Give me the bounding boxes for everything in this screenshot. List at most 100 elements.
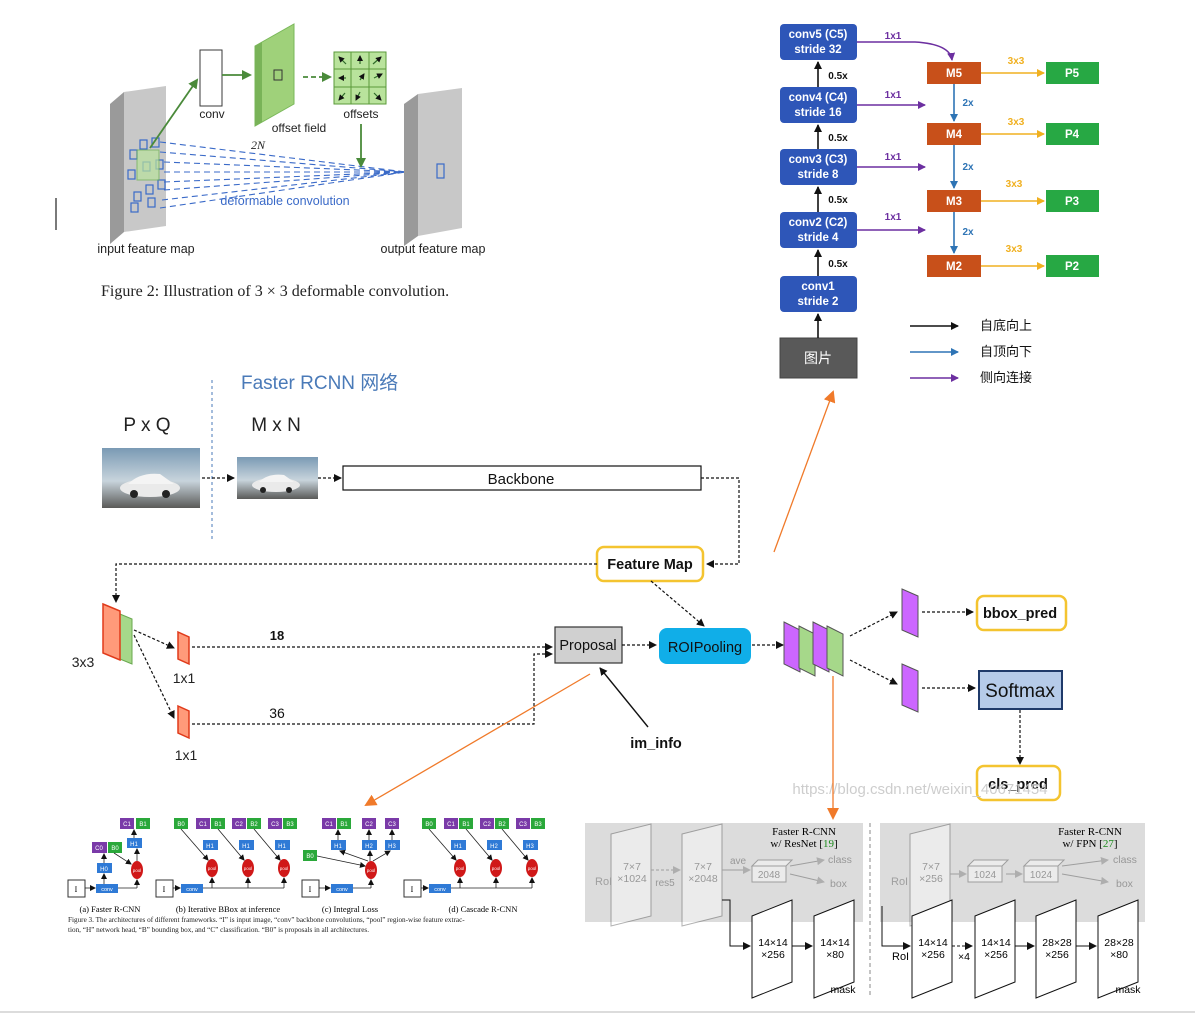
cascade-d-caption: (d) Cascade R-CNN — [449, 904, 518, 914]
svg-text:pool: pool — [280, 866, 289, 871]
svg-text:stride 16: stride 16 — [794, 107, 841, 119]
svg-text:×4: ×4 — [958, 951, 970, 963]
svg-text:pool: pool — [367, 868, 376, 873]
featuremap-to-roipool-arrow — [650, 580, 705, 627]
fpn-smooth-arrows — [981, 69, 1045, 270]
fpn-legend: 自底向上 自顶向下 侧向连接 — [910, 318, 1032, 385]
rpn-to-reg-arrow — [133, 634, 175, 719]
svg-text:B3: B3 — [534, 822, 542, 828]
svg-text:M5: M5 — [946, 68, 963, 80]
svg-text:14×14: 14×14 — [918, 937, 948, 949]
svg-text:B0: B0 — [111, 846, 119, 852]
svg-text:M2: M2 — [946, 261, 962, 273]
svg-text:pool: pool — [208, 866, 217, 871]
fpn-c1-block: conv1 stride 2 — [780, 276, 857, 312]
fpn-up-label-4: 2x — [962, 162, 974, 173]
svg-text:P2: P2 — [1065, 261, 1079, 273]
fpn-c4-block: conv4 (C4) stride 16 — [780, 87, 857, 123]
right-mask-branch: RoI 14×14 ×256 ×4 14×14 ×256 28×28 ×256 … — [881, 899, 1141, 999]
svg-text:conv5 (C5): conv5 (C5) — [789, 29, 848, 41]
faster-rcnn-diagram: Faster RCNN 网络 P x Q M x N Backbone Feat… — [72, 372, 1068, 802]
svg-text:C3: C3 — [519, 822, 527, 828]
svg-text:B1: B1 — [214, 822, 222, 828]
svg-text:×2048: ×2048 — [688, 873, 718, 885]
fpn-up-label-5: 2x — [962, 98, 974, 109]
svg-text:B1: B1 — [139, 822, 147, 828]
svg-text:H1: H1 — [454, 844, 462, 850]
rpn-reg-conv — [177, 704, 190, 740]
svg-text:C2: C2 — [235, 822, 243, 828]
left-head-box: RoI 7×7 ×1024 res5 7×7 ×2048 ave 2048 cl… — [595, 823, 852, 927]
fpn-c3-block: conv3 (C3) stride 8 — [780, 149, 857, 185]
callout-to-cascade — [364, 673, 591, 807]
input-to-conv-arrow — [149, 78, 199, 149]
roipooling-box — [659, 628, 751, 664]
svg-text:C1: C1 — [447, 822, 455, 828]
deformable-convolution-label: deformable convolution — [220, 194, 349, 208]
svg-text:conv2 (C2): conv2 (C2) — [789, 217, 848, 229]
proposal-label: Proposal — [559, 638, 616, 654]
cascade-c-caption: (c) Integral Loss — [322, 904, 378, 914]
fpn-p3-block: P3 — [1046, 190, 1099, 212]
fpn-half-c2: 0.5x — [828, 259, 848, 270]
output-cell — [436, 163, 445, 179]
fpn-half-c4: 0.5x — [828, 133, 848, 144]
svg-text:conv: conv — [101, 887, 113, 893]
cls-pred-label: cls_pred — [988, 777, 1048, 793]
legend-bottom-up: 自底向上 — [980, 318, 1032, 333]
projection-lines — [159, 141, 407, 209]
svg-text:C1: C1 — [123, 822, 131, 828]
fpn-diagram: conv5 (C5) stride 32 conv4 (C4) stride 1… — [779, 24, 1099, 385]
svg-text:14×14: 14×14 — [981, 937, 1011, 949]
fpn-p5-block: P5 — [1046, 62, 1099, 84]
offset-field-window — [273, 69, 283, 81]
svg-text:H2: H2 — [365, 844, 373, 850]
conv-box — [199, 49, 223, 107]
svg-text:class: class — [1113, 854, 1137, 866]
cascade-a-caption: (a) Faster R-CNN — [80, 904, 141, 914]
softmax-box — [978, 670, 1063, 710]
svg-text:14×14: 14×14 — [820, 937, 850, 949]
svg-text:1024: 1024 — [1030, 870, 1053, 881]
rpn-reg-1x1-label: 1x1 — [175, 747, 198, 763]
offsets-label: offsets — [343, 107, 378, 121]
rpn-cls-1x1-label: 1x1 — [173, 670, 196, 686]
right-head-title-1: Faster R-CNN — [1058, 826, 1122, 838]
svg-text:P4: P4 — [1065, 129, 1080, 141]
svg-text:2048: 2048 — [758, 870, 781, 881]
svg-text:B1: B1 — [340, 822, 348, 828]
svg-text:H1: H1 — [242, 844, 250, 850]
figure-2-caption: Figure 2: Illustration of 3 × 3 deformab… — [101, 283, 449, 300]
svg-text:stride 4: stride 4 — [798, 232, 840, 244]
svg-text:ave: ave — [730, 856, 747, 867]
heads-left-bg — [585, 823, 863, 922]
fpn-lateral-label-2: 1x1 — [885, 212, 902, 223]
fpn-lateral-arrows — [857, 41, 956, 234]
input-image-large — [102, 448, 200, 508]
offsets-grid — [333, 51, 387, 105]
rpn-cls-conv — [177, 630, 190, 666]
fpn-up-label-3: 2x — [962, 227, 974, 238]
rpn-3x3-conv — [102, 602, 133, 665]
svg-text:stride 2: stride 2 — [798, 296, 839, 308]
iminfo-to-proposal-arrow — [599, 667, 649, 728]
svg-text:B1: B1 — [462, 822, 470, 828]
sampling-points — [127, 137, 166, 213]
svg-text:P3: P3 — [1065, 196, 1079, 208]
svg-text:RoI: RoI — [892, 951, 909, 963]
svg-text:28×28: 28×28 — [1042, 937, 1072, 949]
svg-text:C1: C1 — [325, 822, 333, 828]
svg-text:box: box — [830, 878, 848, 890]
svg-text:×1024: ×1024 — [617, 873, 647, 885]
svg-text:×256: ×256 — [921, 949, 945, 961]
figure-3-caption-line2: tion, “H” network head, “B” bounding box… — [68, 926, 369, 934]
svg-text:mask: mask — [1115, 984, 1141, 996]
fpn-c5-block: conv5 (C5) stride 32 — [780, 24, 857, 60]
svg-text:conv1: conv1 — [801, 281, 835, 293]
svg-text:stride 8: stride 8 — [798, 169, 840, 181]
fpn-m5-block: M5 — [927, 62, 981, 84]
roipooling-label: ROIPooling — [668, 640, 742, 656]
offset-field-edge — [255, 42, 262, 126]
fpn-smooth-label-4: 3x3 — [1008, 117, 1025, 128]
fpn-smooth-label-3: 3x3 — [1006, 179, 1023, 190]
